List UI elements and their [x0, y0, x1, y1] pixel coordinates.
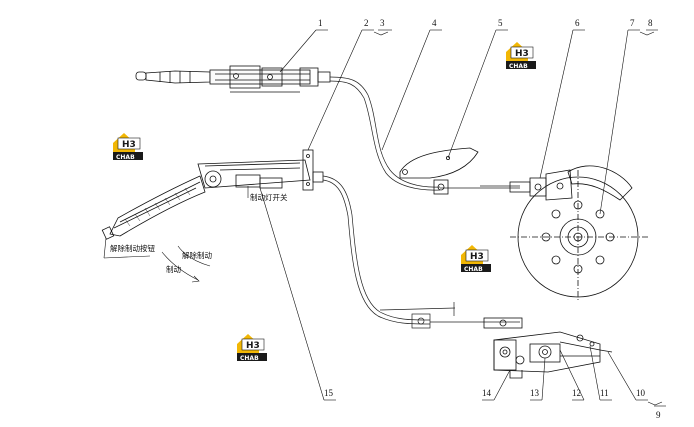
callout-8: 8 — [648, 18, 653, 28]
hand-brake-lever — [101, 149, 324, 240]
release-brake-label: 解除制动 — [182, 250, 212, 260]
svg-text:H3: H3 — [246, 341, 260, 351]
svg-text:H3: H3 — [122, 140, 136, 150]
watermark-logo: H3 CHAB — [505, 41, 537, 70]
cable-bracket — [399, 147, 479, 195]
watermark-logo: H3 CHAB — [460, 244, 492, 273]
brake-lever-clevis — [509, 169, 573, 201]
callout-3: 3 — [380, 18, 385, 28]
callout-9: 9 — [656, 410, 661, 420]
rear-cable-lower — [322, 175, 520, 329]
callout-1: 1 — [318, 18, 323, 28]
callout-10: 10 — [636, 388, 646, 398]
top-handle-assembly — [135, 65, 331, 93]
direction-arrows — [103, 186, 249, 283]
callout-13: 13 — [530, 388, 540, 398]
apply-brake-label: 制动 — [166, 264, 181, 274]
callout-6: 6 — [575, 18, 580, 28]
watermark-logo: H3 CHAB — [112, 132, 144, 161]
callout-labels: 1 2 3 4 5 6 7 8 9 10 11 12 13 14 15 — [318, 18, 661, 420]
watermark-monogram: H3 — [515, 49, 529, 59]
watermark-wordmark: CHAB — [509, 63, 528, 70]
svg-text:CHAB: CHAB — [464, 266, 483, 273]
watermark-logo: H3 CHAB — [236, 333, 268, 362]
svg-text:H3: H3 — [470, 252, 484, 262]
callout-5: 5 — [498, 18, 503, 28]
release-button-label: 解除制动按钮 — [110, 243, 155, 253]
callout-4: 4 — [432, 18, 437, 28]
annotation-labels: 解除制动按钮 解除制动 制动 制动灯开关 — [110, 192, 288, 274]
callout-2: 2 — [364, 18, 369, 28]
brake-drum — [510, 165, 650, 300]
lower-caliper-assembly — [483, 317, 613, 379]
brake-light-switch-label: 制动灯开关 — [250, 192, 288, 202]
callout-leaders — [259, 29, 666, 407]
callout-11: 11 — [600, 388, 609, 398]
svg-text:CHAB: CHAB — [240, 355, 259, 362]
callout-14: 14 — [482, 388, 492, 398]
callout-7: 7 — [630, 18, 635, 28]
callout-15: 15 — [324, 388, 334, 398]
rear-cable-upper — [329, 76, 520, 191]
callout-12: 12 — [572, 388, 581, 398]
svg-text:CHAB: CHAB — [116, 154, 135, 161]
